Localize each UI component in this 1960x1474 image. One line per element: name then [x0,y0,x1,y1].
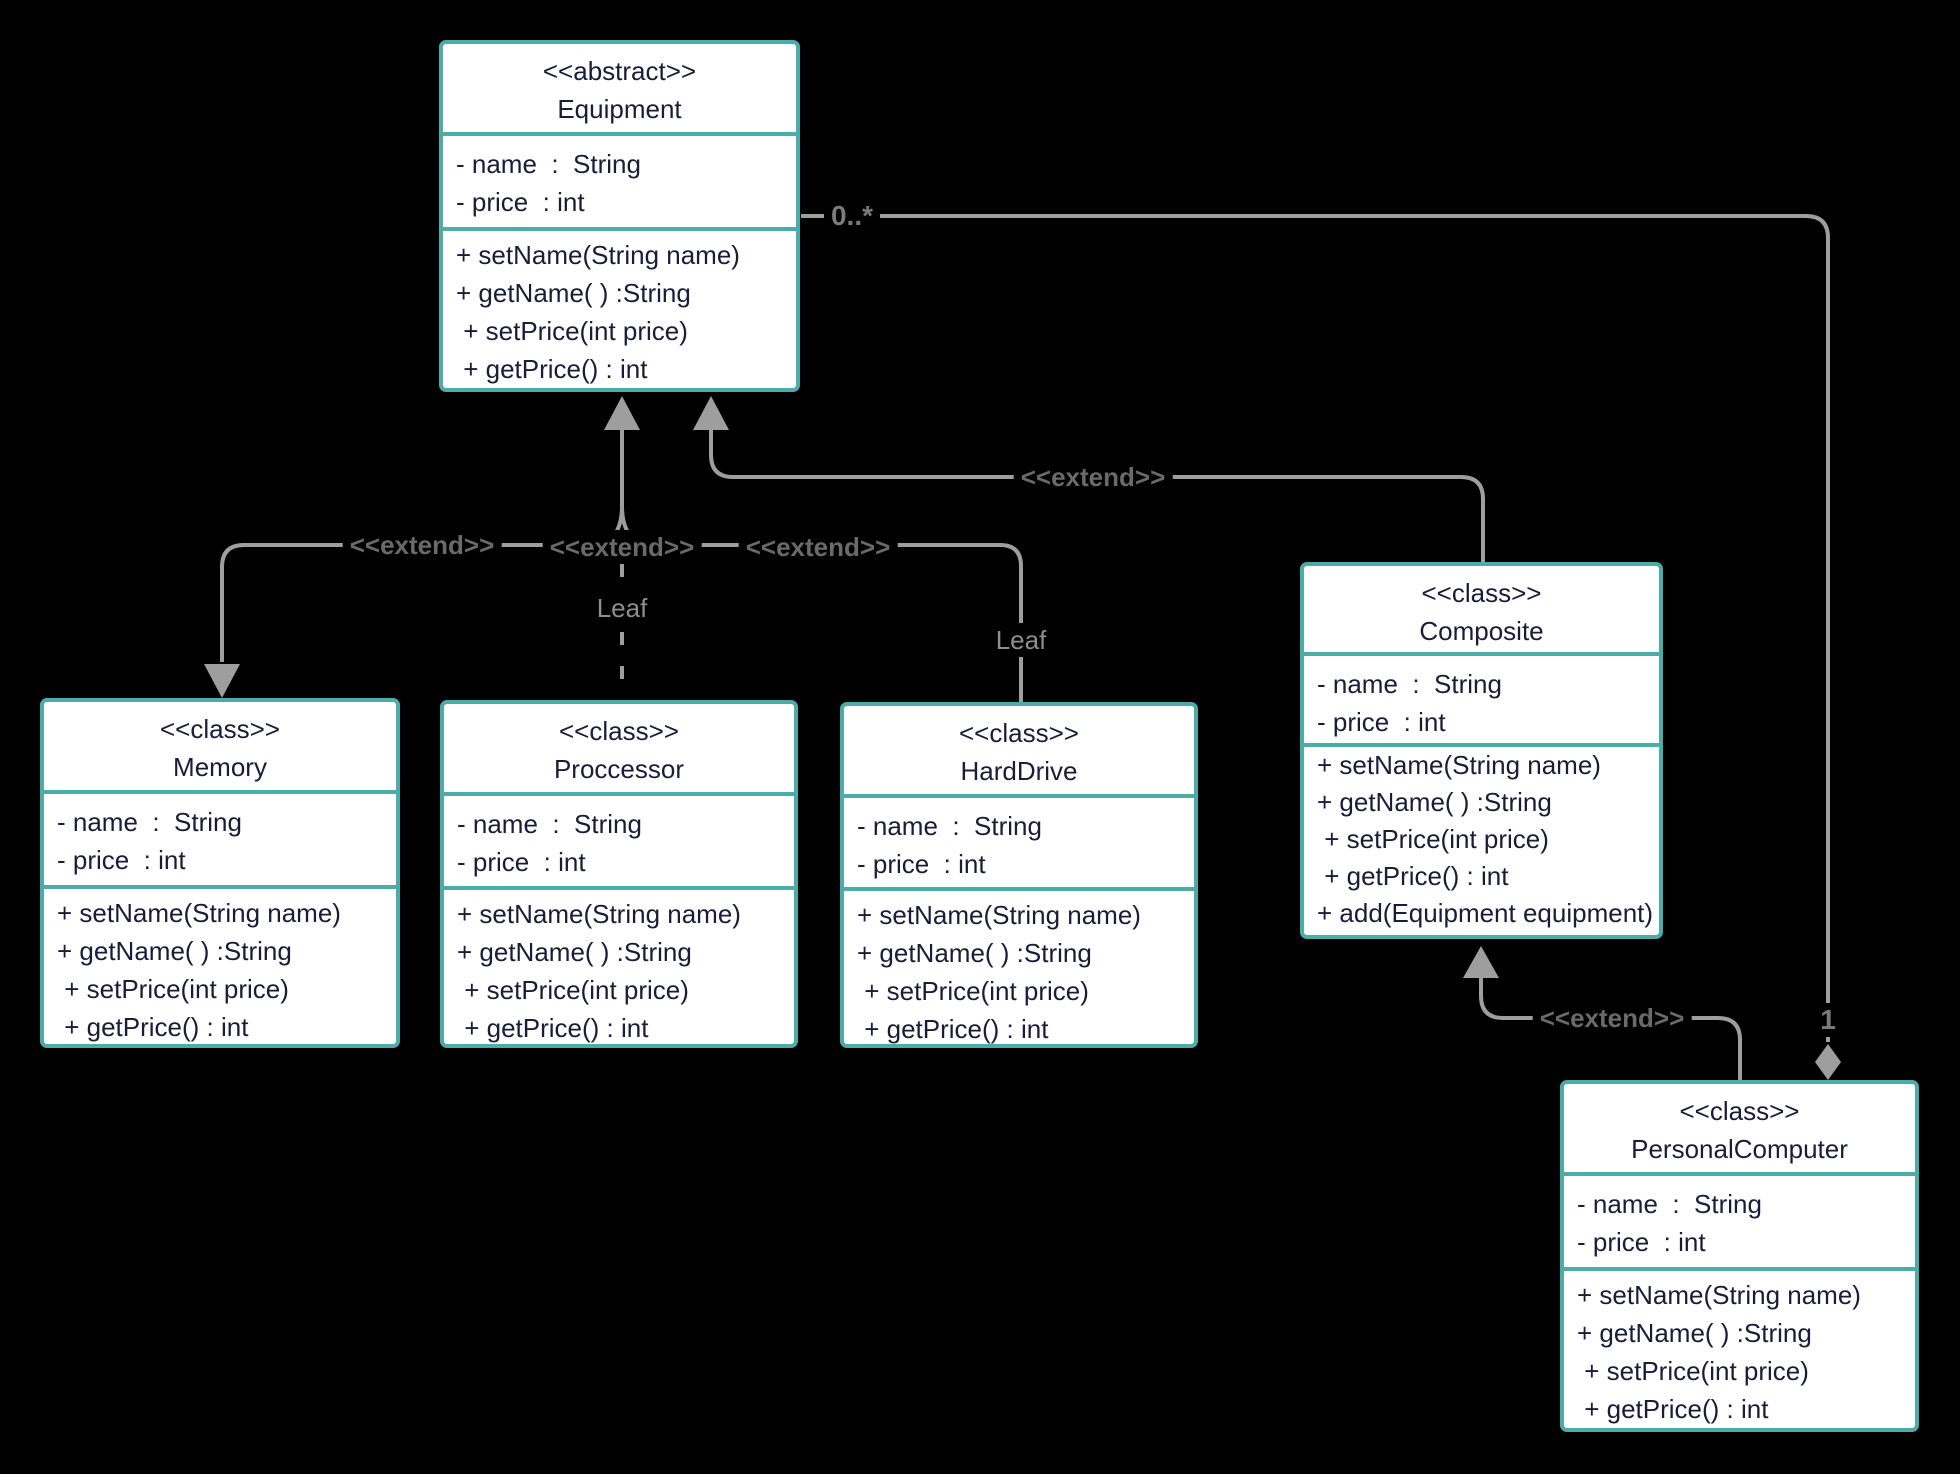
class-name: Composite [1419,616,1544,646]
extend-label-memory: <<extend>> [342,528,502,562]
class-methods-compartment: + setName(String name) + getName( ) :Str… [444,886,794,1047]
method: + getPrice() : int [457,1013,649,1043]
class-methods-compartment: + setName(String name) + getName( ) :Str… [44,885,396,1046]
class-harddrive: <<class>> HardDrive - name : String - pr… [840,702,1198,1048]
attribute: - name : String [457,809,642,839]
extend-label-proccessor: <<extend>> [542,530,702,564]
method: + getPrice() : int [1577,1394,1769,1424]
method: + add(Equipment equipment) [1317,898,1654,928]
arrowhead-down-memory [204,664,240,698]
leaf-label-harddrive: Leaf [988,623,1054,657]
class-name: Equipment [557,94,682,124]
method: + getName( ) :String [457,937,692,967]
class-equipment: <<abstract>> Equipment - name : String -… [439,40,800,392]
arrowhead-up-equipment-right [693,396,729,430]
method: + getPrice() : int [57,1012,249,1042]
class-stereotype: <<class>> [1421,578,1542,608]
method: + getPrice() : int [857,1014,1049,1044]
class-attributes-compartment: - name : String - price : int [443,132,796,227]
method: + setPrice(int price) [1317,824,1549,854]
attribute: - name : String [456,149,641,179]
attribute: - price : int [1317,707,1446,737]
attribute: - name : String [1317,669,1502,699]
method: + getPrice() : int [1317,861,1509,891]
method: + getName( ) :String [1577,1318,1812,1348]
extend-label-personalcomputer: <<extend>> [1532,1001,1692,1035]
attribute: - name : String [857,811,1042,841]
class-stereotype: <<class>> [959,718,1079,748]
class-title-compartment: <<class>> HardDrive [844,706,1194,794]
attribute: - price : int [57,845,186,875]
method: + setName(String name) [456,240,740,270]
class-methods-compartment: + setName(String name) + getName( ) :Str… [1304,743,1659,932]
class-stereotype: <<class>> [1679,1096,1800,1126]
class-stereotype: <<class>> [160,714,280,744]
leaf-label-proccessor: Leaf [589,591,655,625]
class-attributes-compartment: - name : String - price : int [44,790,396,885]
class-title-compartment: <<class>> PersonalComputer [1564,1084,1915,1172]
method: + setPrice(int price) [57,974,289,1004]
class-methods-compartment: + setName(String name) + getName( ) :Str… [844,887,1194,1048]
class-personalcomputer: <<class>> PersonalComputer - name : Stri… [1560,1080,1919,1432]
method: + getName( ) :String [857,938,1092,968]
method: + setName(String name) [57,898,341,928]
method: + setPrice(int price) [456,316,688,346]
class-name: PersonalComputer [1631,1134,1848,1164]
class-attributes-compartment: - name : String - price : int [444,792,794,886]
extend-label-composite: <<extend>> [1013,460,1173,494]
attribute: - price : int [456,187,585,217]
method: + setPrice(int price) [1577,1356,1809,1386]
method: + getPrice() : int [456,354,648,384]
class-name: Memory [173,752,267,782]
class-title-compartment: <<class>> Composite [1304,566,1659,652]
class-name: HardDrive [960,756,1078,786]
class-methods-compartment: + setName(String name) + getName( ) :Str… [443,227,796,388]
class-memory: <<class>> Memory - name : String - price… [40,698,400,1048]
attribute: - name : String [1577,1189,1762,1219]
method: + getName( ) :String [57,936,292,966]
class-title-compartment: <<class>> Proccessor [444,704,794,792]
attribute: - name : String [57,807,242,837]
multiplicity-one: 1 [1813,1003,1843,1037]
method: + setName(String name) [457,899,741,929]
class-attributes-compartment: - name : String - price : int [1304,652,1659,743]
class-proccessor: <<class>> Proccessor - name : String - p… [440,700,798,1048]
class-attributes-compartment: - name : String - price : int [844,794,1194,887]
attribute: - price : int [857,849,986,879]
method: + setPrice(int price) [457,975,689,1005]
extend-label-harddrive: <<extend>> [738,530,898,564]
method: + setPrice(int price) [857,976,1089,1006]
class-stereotype: <<abstract>> [542,56,697,86]
attribute: - price : int [1577,1227,1706,1257]
method: + setName(String name) [1317,750,1601,780]
class-title-compartment: <<abstract>> Equipment [443,44,796,132]
class-methods-compartment: + setName(String name) + getName( ) :Str… [1564,1267,1915,1428]
method: + setName(String name) [857,900,1141,930]
multiplicity-zero-many: 0..* [823,199,881,233]
class-name: Proccessor [553,754,685,784]
class-attributes-compartment: - name : String - price : int [1564,1172,1915,1267]
method: + getName( ) :String [1317,787,1552,817]
arrowhead-up-composite [1463,946,1499,978]
arrowhead-up-equipment-left [604,396,640,430]
method: + setName(String name) [1577,1280,1861,1310]
class-composite: <<class>> Composite - name : String - pr… [1300,562,1663,939]
class-title-compartment: <<class>> Memory [44,702,396,790]
method: + getName( ) :String [456,278,691,308]
class-stereotype: <<class>> [559,716,679,746]
attribute: - price : int [457,847,586,877]
aggregation-diamond [1815,1044,1841,1080]
